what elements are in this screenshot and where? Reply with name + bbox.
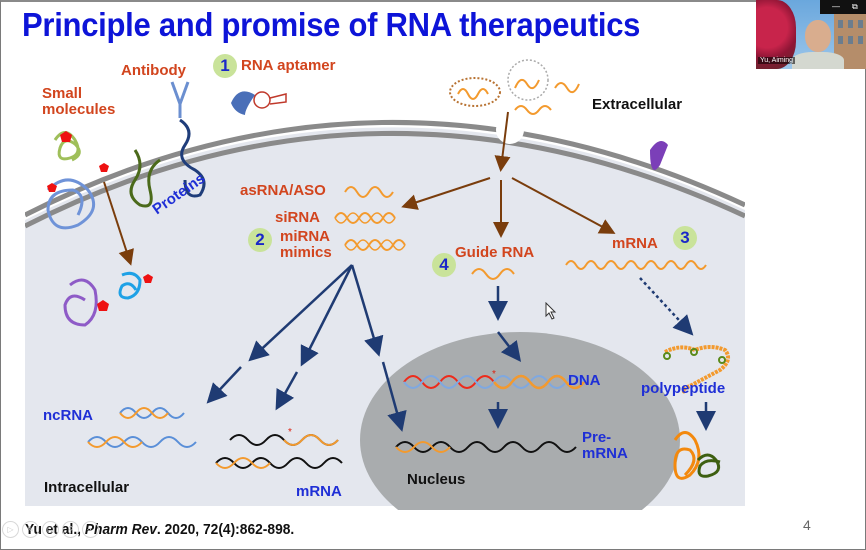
- citation-details: . 2020, 72(4):862-898.: [156, 521, 295, 538]
- guide-rna-strand: [471, 268, 515, 280]
- video-building: [834, 14, 866, 69]
- drug-molecule: [47, 183, 57, 192]
- mrna-strand: [565, 260, 707, 270]
- cell-membrane-outer: [25, 120, 745, 218]
- folded-protein-green: [696, 453, 721, 478]
- badge-3: 3: [673, 226, 697, 250]
- protein-cyan: [118, 271, 142, 300]
- protein-purple: [63, 278, 98, 327]
- mirna-strand: [344, 239, 406, 251]
- label-intracellular: Intracellular: [44, 479, 130, 496]
- nucleus-shape: [360, 332, 680, 510]
- video-thumbnail[interactable]: Yu, Aiming — ⧉: [756, 0, 866, 69]
- label-asrna-aso: asRNA/ASO: [240, 182, 326, 199]
- membrane-proteins: [129, 81, 668, 208]
- participant-name: Yu, Aiming: [758, 57, 796, 64]
- label-rna-aptamer: RNA aptamer: [241, 57, 336, 74]
- video-participant-body: [792, 52, 844, 69]
- video-window-controls: — ⧉: [820, 0, 866, 14]
- pen-icon[interactable]: ✎: [22, 521, 39, 538]
- protein-green-light: [53, 131, 81, 162]
- intracellular-rnas: [334, 186, 707, 280]
- target-rnas: * *: [87, 369, 585, 469]
- svg-text:*: *: [492, 369, 496, 380]
- label-pre-mrna-line2: mRNA: [582, 444, 628, 462]
- extracellular-rnas: [449, 59, 580, 115]
- label-small-molecules-line1: Small: [42, 85, 83, 102]
- label-polypeptide: polypeptide: [641, 380, 726, 397]
- slides-icon[interactable]: ▢: [42, 521, 59, 538]
- badge-4: 4: [432, 253, 456, 277]
- label-small-molecules: Small molecules: [42, 86, 115, 118]
- label-pre-mrna: Pre- mRNA: [582, 430, 628, 462]
- label-antibody: Antibody: [121, 62, 186, 79]
- restore-icon[interactable]: ⧉: [852, 2, 858, 11]
- drug-molecule: [143, 274, 153, 283]
- label-mrna-top: mRNA: [612, 235, 658, 252]
- label-pre-mrna-line1: Pre-: [582, 429, 612, 446]
- play-icon[interactable]: ▷: [2, 521, 19, 538]
- minimize-icon[interactable]: —: [832, 2, 840, 11]
- label-mirna-line1: miRNA: [280, 228, 331, 245]
- label-mirna-line2: mimics: [280, 243, 332, 261]
- protein-blue-tangled: [46, 178, 96, 230]
- translation-products: [663, 345, 731, 480]
- delivery-arrows: [401, 111, 616, 238]
- label-nucleus: Nucleus: [407, 471, 466, 488]
- drug-molecule: [99, 163, 109, 172]
- antibody-icon: [170, 81, 190, 118]
- folded-protein-orange: [673, 431, 701, 480]
- label-guide-rna: Guide RNA: [455, 244, 535, 261]
- zoom-icon[interactable]: ⚲: [62, 521, 79, 538]
- pathway-arrows: [206, 264, 716, 432]
- citation-journal: Pharm Rev: [84, 521, 157, 538]
- badge-2: 2: [248, 228, 272, 252]
- protein-purple-membrane: [650, 141, 668, 170]
- label-small-molecules-line2: molecules: [42, 100, 116, 118]
- slide-number: 4: [803, 517, 811, 533]
- mutation-marker: *: [288, 427, 292, 438]
- membrane-pore: [496, 116, 524, 144]
- slide-title: Principle and promise of RNA therapeutic…: [22, 6, 641, 43]
- badge-1: 1: [213, 54, 237, 78]
- cell-membrane-inner: [25, 131, 745, 229]
- label-mrna-bottom: mRNA: [296, 483, 342, 500]
- protein-navy: [179, 118, 206, 198]
- arrow-small-molecule-entry: [103, 181, 134, 266]
- label-extracellular: Extracellular: [592, 96, 683, 113]
- label-sirna: siRNA: [275, 209, 321, 226]
- label-dna: DNA: [568, 372, 601, 389]
- pre-mrna-strand: [395, 441, 577, 453]
- more-icon[interactable]: ⋯: [82, 521, 99, 538]
- small-molecule-proteins: [46, 131, 153, 327]
- asrna-strand: [344, 186, 394, 198]
- sirna-strand: [334, 212, 396, 224]
- cell: [25, 116, 745, 510]
- label-mirna-mimics: miRNA mimics: [280, 229, 332, 261]
- label-ncrna: ncRNA: [43, 407, 94, 424]
- drug-molecule: [60, 131, 72, 142]
- rna-aptamer-icon: [253, 91, 271, 109]
- aptamer-receptor-icon: [213, 91, 255, 115]
- presentation-controls: ▷✎▢⚲⋯: [2, 519, 102, 538]
- protein-green-dark: [129, 149, 161, 208]
- video-participant-face: [805, 20, 831, 52]
- drug-molecule: [97, 300, 109, 311]
- mouse-cursor-icon: [545, 302, 557, 320]
